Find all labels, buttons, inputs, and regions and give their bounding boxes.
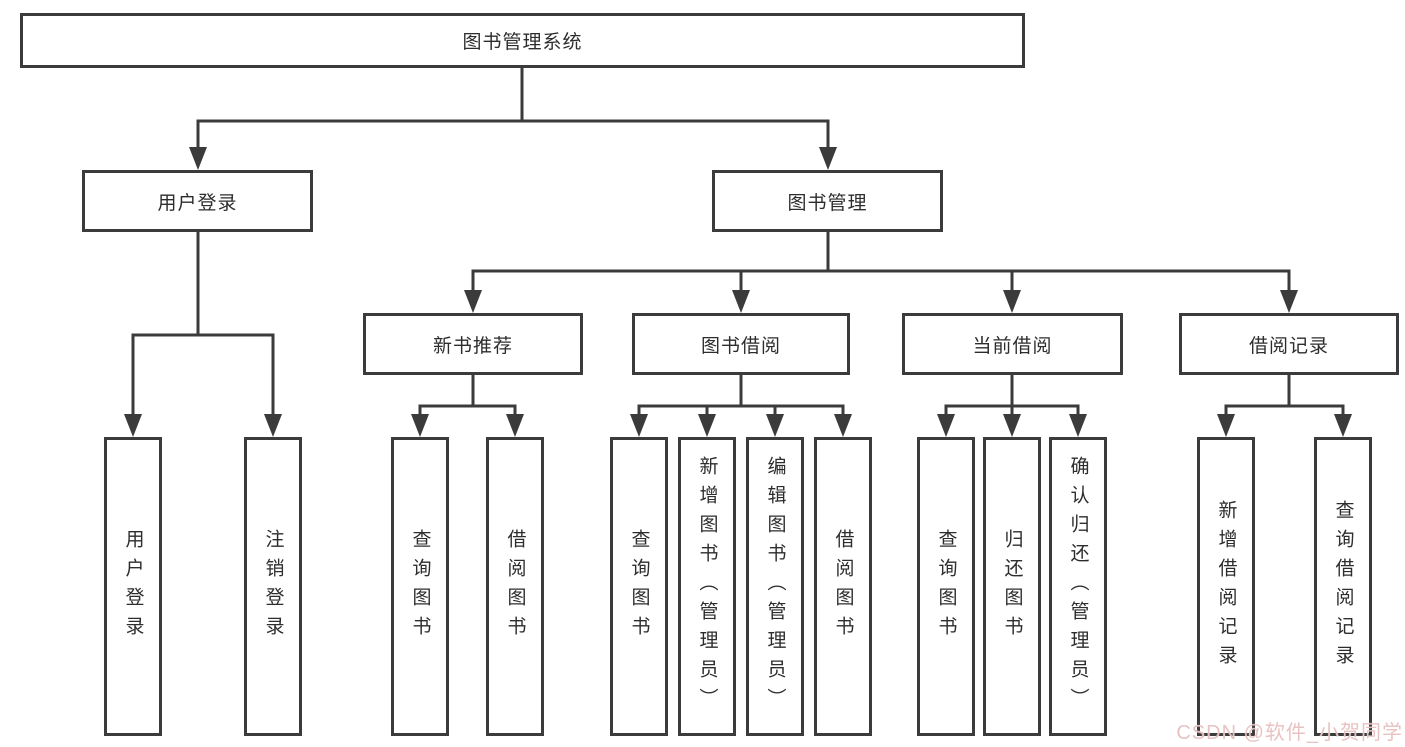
- leaf-user-login: 用户登录: [104, 437, 162, 736]
- node-user-login: 用户登录: [82, 170, 313, 232]
- csdn-watermark: CSDN @软件_小贺同学: [1176, 722, 1403, 744]
- leaf-label: 借阅图书: [832, 528, 854, 645]
- node-current-borrow: 当前借阅: [902, 313, 1123, 375]
- leaf-label: 编辑图书（管理员）: [764, 456, 786, 717]
- leaf-add-borrow-record: 新增借阅记录: [1197, 437, 1255, 736]
- leaf-label: 新增图书（管理员）: [696, 456, 718, 717]
- leaf-return-book: 归还图书: [983, 437, 1041, 736]
- node-root: 图书管理系统: [20, 13, 1025, 68]
- leaf-label: 用户登录: [122, 528, 144, 645]
- leaf-query-book-borrow: 查询图书: [610, 437, 668, 736]
- leaf-query-book-current: 查询图书: [917, 437, 975, 736]
- leaf-add-book-admin: 新增图书（管理员）: [678, 437, 736, 736]
- leaf-label: 查询图书: [935, 528, 957, 645]
- leaf-label: 查询图书: [409, 528, 431, 645]
- leaf-label: 注销登录: [262, 528, 284, 645]
- leaf-query-book-recommend: 查询图书: [391, 437, 449, 736]
- leaf-label: 借阅图书: [504, 528, 526, 645]
- leaf-confirm-return-admin: 确认归还（管理员）: [1049, 437, 1107, 736]
- node-book-management: 图书管理: [712, 170, 943, 232]
- leaf-label: 查询图书: [628, 528, 650, 645]
- leaf-label: 确认归还（管理员）: [1067, 456, 1089, 717]
- leaf-label: 查询借阅记录: [1332, 499, 1354, 674]
- leaf-borrow-book: 借阅图书: [814, 437, 872, 736]
- leaf-borrow-book-recommend: 借阅图书: [486, 437, 544, 736]
- node-book-borrow: 图书借阅: [632, 313, 850, 375]
- node-new-book-recommend: 新书推荐: [363, 313, 583, 375]
- leaf-logout: 注销登录: [244, 437, 302, 736]
- leaf-edit-book-admin: 编辑图书（管理员）: [746, 437, 804, 736]
- leaf-label: 新增借阅记录: [1215, 499, 1237, 674]
- leaf-label: 归还图书: [1001, 528, 1023, 645]
- leaf-query-borrow-record: 查询借阅记录: [1314, 437, 1372, 736]
- node-borrow-record: 借阅记录: [1179, 313, 1399, 375]
